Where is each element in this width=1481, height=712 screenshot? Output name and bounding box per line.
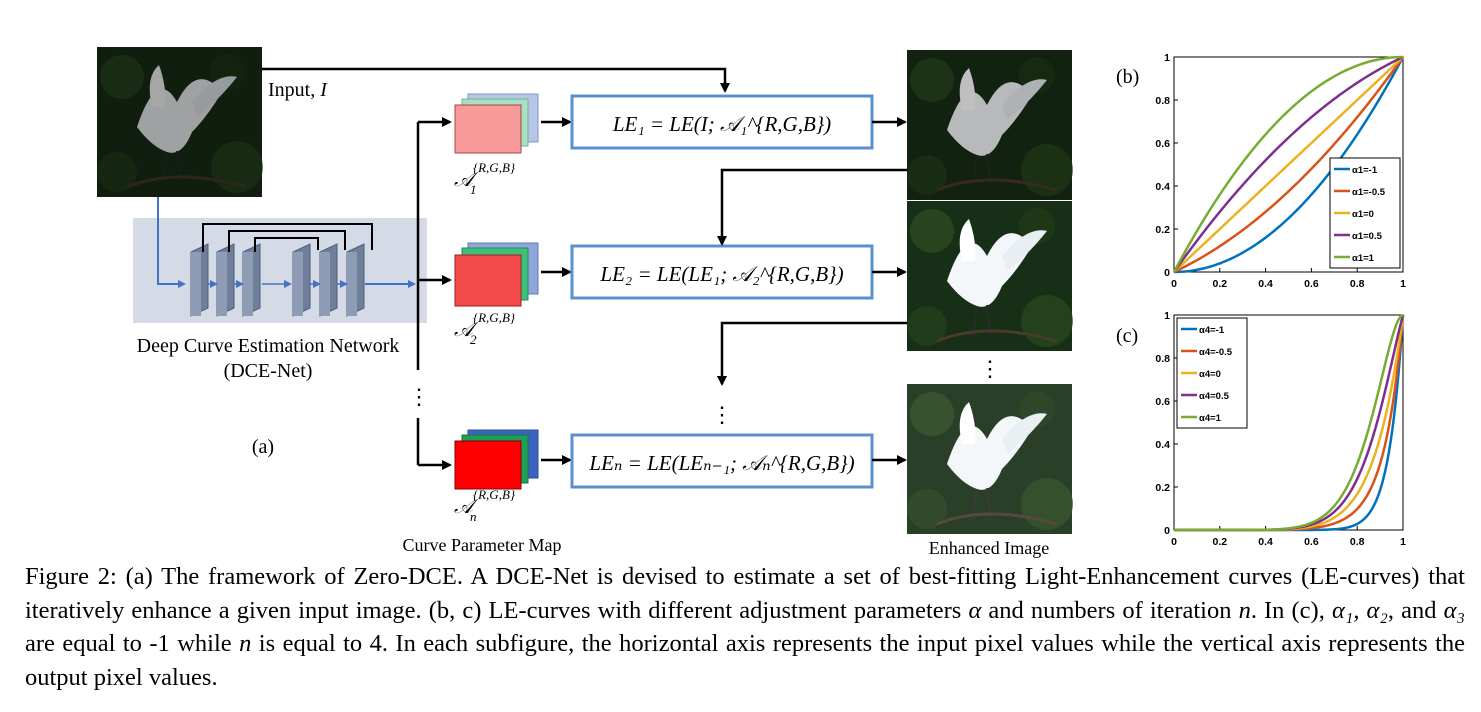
- param-map-2: [454, 242, 539, 307]
- caption-alpha: α: [968, 596, 982, 624]
- legend-entry: α4=0.5: [1199, 391, 1230, 402]
- output1-feedback-arrow: [717, 168, 907, 246]
- le-ellipsis: ⋮: [711, 402, 733, 427]
- dce-net-label-line2: (DCE-Net): [224, 360, 313, 382]
- x-tick-label: 0.6: [1304, 536, 1319, 548]
- figure-caption: Figure 2: (a) The framework of Zero-DCE.…: [25, 560, 1465, 694]
- input-to-le1-arrow: [262, 67, 730, 93]
- y-tick-label: 0.6: [1155, 138, 1170, 150]
- x-tick-label: 0.2: [1212, 278, 1227, 290]
- input-image: [95, 45, 265, 199]
- x-tick-label: 0.6: [1304, 278, 1319, 290]
- y-tick-label: 0.4: [1155, 439, 1170, 451]
- y-tick-label: 0: [1164, 525, 1170, 537]
- caption-n: n: [1238, 596, 1251, 624]
- curve-param-map-label: Curve Parameter Map: [403, 535, 562, 555]
- series-line: [1173, 56, 1404, 273]
- enhanced-image-1: [905, 48, 1075, 202]
- legend-entry: α1=0: [1352, 209, 1374, 220]
- le-box-n: LEₙ = LE(LEₙ₋₁; 𝒜ₙ^{R,G,B}): [570, 433, 874, 489]
- panel-b-label: (b): [1116, 66, 1139, 88]
- legend-entry: α1=0.5: [1352, 231, 1383, 242]
- caption-part6: is equal to 4. In each subfigure, the ho…: [25, 630, 1465, 691]
- legend-entry: α1=-1: [1352, 165, 1378, 176]
- x-tick-label: 0.4: [1258, 278, 1273, 290]
- param-map-n-label: 𝒜{R,G,B}n: [454, 487, 516, 524]
- y-tick-label: 0.2: [1155, 224, 1170, 236]
- framework-figure: Input, I: [95, 45, 1406, 558]
- enhanced-image-n: [905, 382, 1075, 536]
- caption-alpha3: α₃: [1443, 596, 1465, 624]
- y-tick-label: 0.8: [1155, 353, 1170, 365]
- x-tick-label: 1: [1400, 536, 1406, 548]
- x-tick-label: 0: [1171, 536, 1177, 548]
- caption-part5: are equal to -1 while: [25, 630, 240, 657]
- caption-part2: and numbers of iteration: [981, 596, 1239, 624]
- param-map-n: [454, 429, 539, 490]
- y-tick-label: 1: [1164, 52, 1170, 64]
- legend-entry: α1=1: [1352, 253, 1375, 264]
- caption-part1: Figure 2: (a) The framework of Zero-DCE.…: [25, 563, 1465, 624]
- output2-feedback-arrow: [717, 321, 907, 386]
- y-tick-label: 0.4: [1155, 181, 1170, 193]
- y-tick-label: 0: [1164, 267, 1170, 279]
- legend-entry: α1=-0.5: [1352, 187, 1386, 198]
- enhanced-image-label: Enhanced Image: [929, 538, 1049, 558]
- enhanced-image-2: [905, 199, 1075, 353]
- caption-part3: . In (c),: [1250, 596, 1332, 624]
- y-tick-label: 0.2: [1155, 482, 1170, 494]
- series-line: [1174, 313, 1404, 532]
- x-tick-label: 0.8: [1350, 536, 1365, 548]
- chart-c: 0 0.2 0.4 0.6 0.8 1 0 0.2 0.4 0.6 0.8 1 α4=-1 α4=-0.5…: [1155, 310, 1406, 548]
- caption-n2: n: [239, 630, 252, 657]
- legend-entry: α4=1: [1199, 413, 1222, 424]
- le-box-1: LE₁ = LE(I; 𝒜₁^{R,G,B}): [570, 94, 874, 150]
- le-box-1-formula: LE₁ = LE(I; 𝒜₁^{R,G,B}): [612, 112, 831, 136]
- dce-net-label-line1: Deep Curve Estimation Network: [137, 335, 400, 357]
- x-tick-label: 0.2: [1212, 536, 1227, 548]
- x-tick-label: 0.8: [1350, 278, 1365, 290]
- input-label: Input, I: [268, 79, 328, 101]
- le-box-2: LE₂ = LE(LE₁; 𝒜₂^{R,G,B}): [570, 244, 874, 300]
- series-line: [1173, 56, 1405, 274]
- branch-ellipsis: ⋮: [408, 384, 430, 409]
- y-tick-label: 1: [1164, 310, 1170, 322]
- caption-part4: , and: [1387, 596, 1444, 624]
- output-ellipsis: ⋮: [979, 356, 1001, 381]
- param-map-1-label: 𝒜{R,G,B}1: [454, 160, 516, 197]
- y-tick-label: 0.8: [1155, 95, 1170, 107]
- y-tick-label: 0.6: [1155, 396, 1170, 408]
- input-to-dcenet-arrow: [157, 197, 186, 288]
- series-line: [1172, 55, 1404, 273]
- le-box-n-formula: LEₙ = LE(LEₙ₋₁; 𝒜ₙ^{R,G,B}): [588, 451, 854, 475]
- x-tick-label: 0.4: [1258, 536, 1273, 548]
- panel-a-label: (a): [252, 436, 274, 458]
- x-tick-label: 0: [1171, 278, 1177, 290]
- chart-b: 0 0.2 0.4 0.6 0.8 1 0 0.2 0.4 0.6 0.8 1 α1=-1 α1=-0.5…: [1155, 52, 1406, 290]
- series-line: [1172, 55, 1404, 273]
- legend-entry: α4=-0.5: [1199, 347, 1233, 358]
- dce-net-layers: [190, 223, 416, 317]
- legend-entry: α4=0: [1199, 369, 1221, 380]
- series-line: [1173, 56, 1405, 274]
- legend: [1329, 157, 1401, 269]
- le-box-2-formula: LE₂ = LE(LE₁; 𝒜₂^{R,G,B}): [599, 262, 843, 286]
- caption-alphas: α₁, α₂: [1331, 596, 1388, 624]
- param-map-2-label: 𝒜{R,G,B}2: [454, 310, 516, 347]
- param-map-1: [454, 93, 539, 154]
- x-tick-label: 1: [1400, 278, 1406, 290]
- panel-c-label: (c): [1116, 325, 1138, 347]
- dce-net-panel: [133, 218, 427, 323]
- legend-entry: α4=-1: [1199, 325, 1225, 336]
